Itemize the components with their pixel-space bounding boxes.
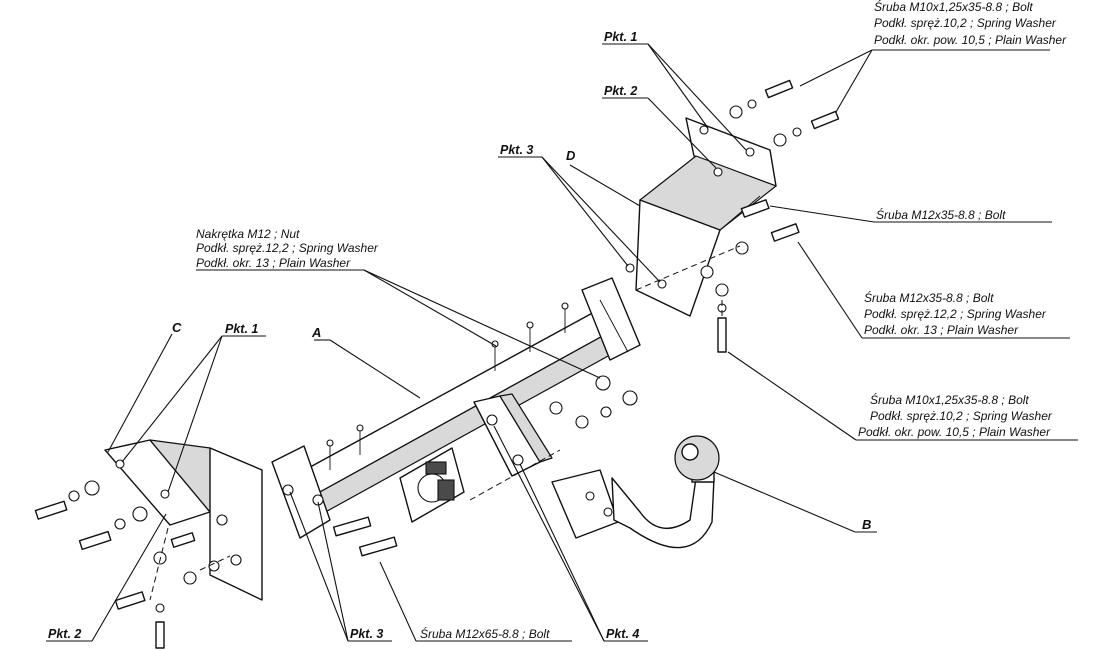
socket-plate [399,447,465,523]
central-bracket [473,393,553,477]
label-bolt-m12-b3: Podkł. okr. 13 ; Plain Washer [864,323,1019,337]
label-nut-1: Nakrętka M12 ; Nut [196,227,300,241]
bracket-d [625,117,777,317]
label-part-c: C [172,320,182,335]
label-bolt-m12-d: Śruba M12x35-8.8 ; Bolt [876,207,1006,222]
label-bolt-top-3: Podkł. okr. pow. 10,5 ; Plain Washer [874,33,1067,47]
label-pkt2-bottom: Pkt. 2 [48,627,81,641]
crossbar-right-plate [581,277,641,361]
label-bolt-top-1: Śruba M10x1,25x35-8.8 ; Bolt [874,0,1033,14]
fasteners [34,79,840,649]
label-part-b: B [862,517,871,532]
label-bolt-m12-b2: Podkł. spręż.12,2 ; Spring Washer [864,307,1047,321]
label-pkt3-bottom: Pkt. 3 [350,627,383,641]
label-pkt2-top: Pkt. 2 [604,84,637,98]
label-pkt3-top: Pkt. 3 [500,143,533,157]
leader-lines [46,43,1078,642]
label-bolt-top-2: Podkł. spręż.10,2 ; Spring Washer [874,16,1057,30]
label-bolt-m10-b3: Podkł. okr. pow. 10,5 ; Plain Washer [858,425,1051,439]
label-bolt-m12x65: Śruba M12x65-8.8 ; Bolt [420,626,550,641]
label-part-a: A [311,325,321,340]
label-pkt4-bottom: Pkt. 4 [606,627,639,641]
label-bolt-m12-b1: Śruba M12x35-8.8 ; Bolt [864,290,994,305]
bracket-c [104,439,263,601]
label-bolt-m10-b1: Śruba M10x1,25x35-8.8 ; Bolt [870,392,1029,407]
label-pkt1-left: Pkt. 1 [225,322,258,336]
label-nut-3: Podkł. okr. 13 ; Plain Washer [196,256,351,270]
ball-hitch-b [551,435,720,549]
label-bolt-m10-b2: Podkł. spręż.10,2 ; Spring Washer [870,409,1053,423]
label-part-d: D [566,148,576,163]
label-nut-2: Podkł. spręż.12,2 ; Spring Washer [196,241,379,255]
assembly-axes [149,245,741,601]
label-pkt1-top: Pkt. 1 [604,30,637,44]
